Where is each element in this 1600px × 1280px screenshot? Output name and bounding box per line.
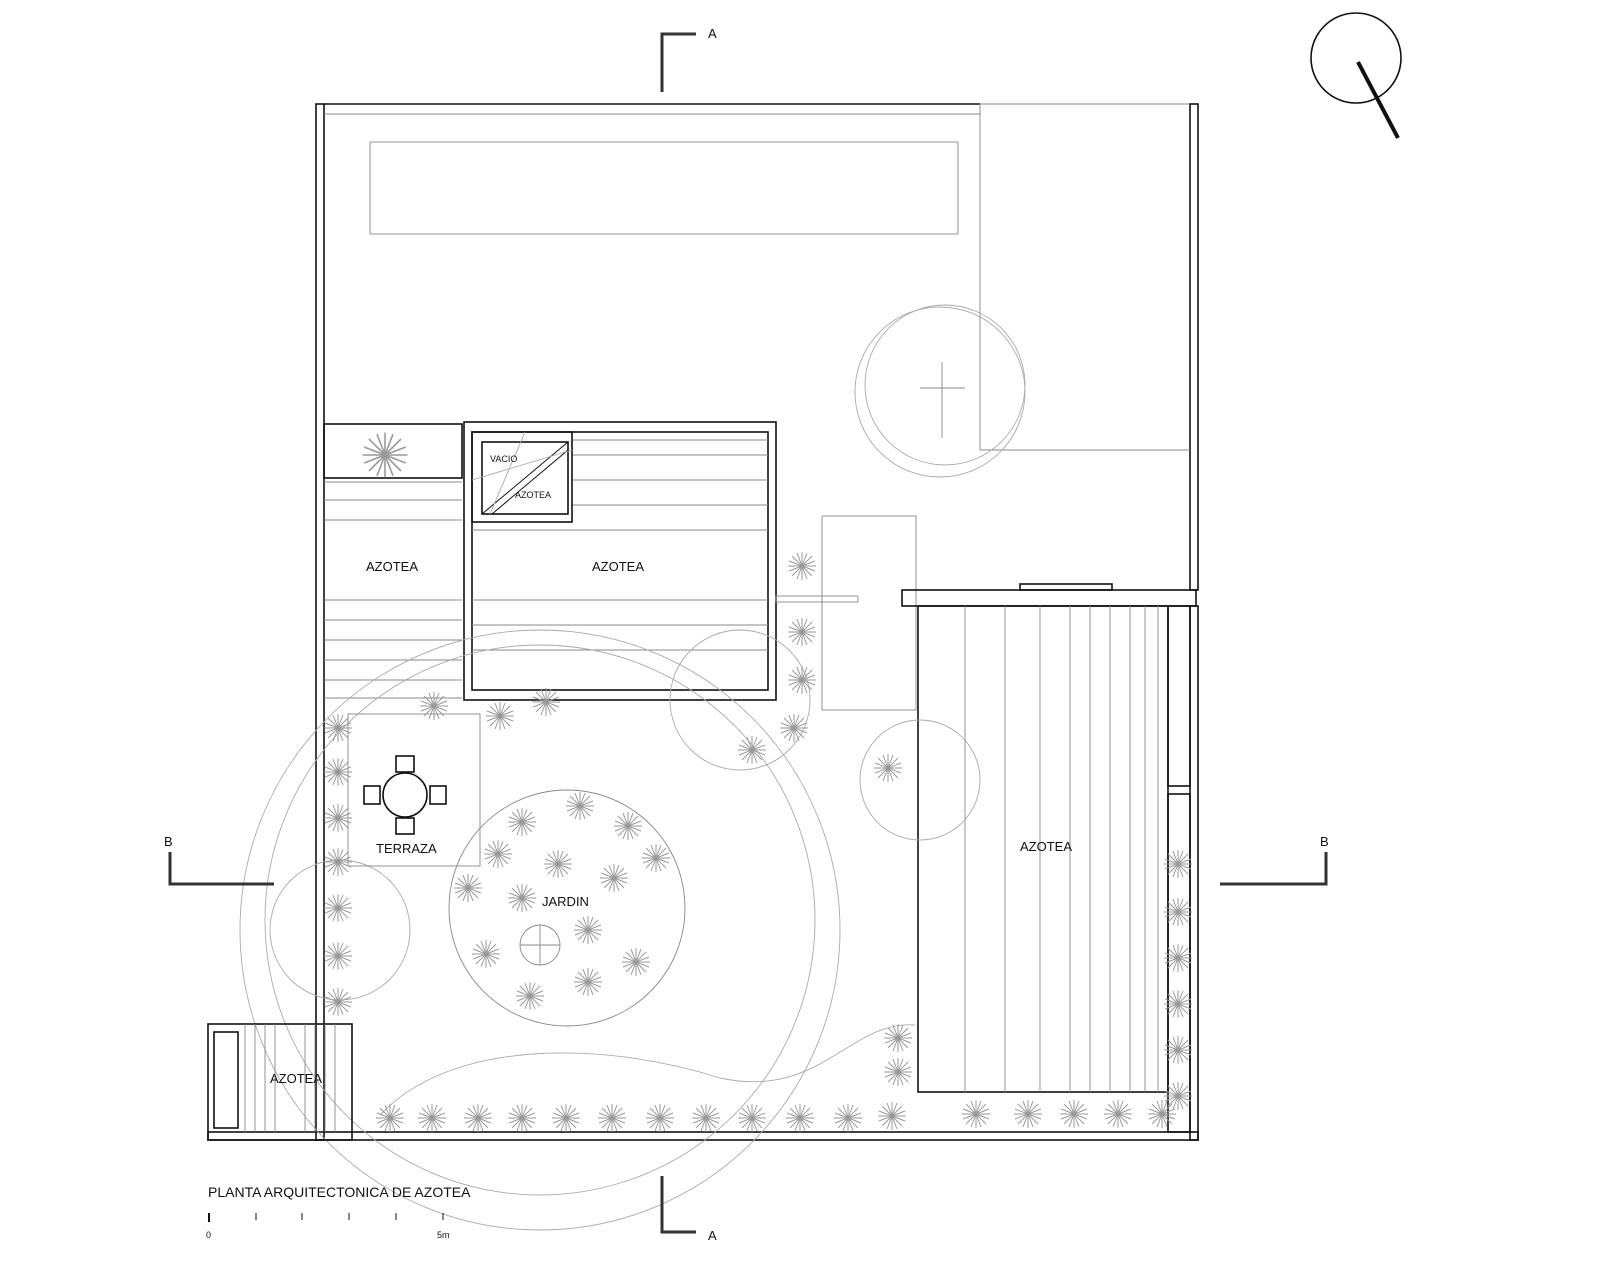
tree-icon: [419, 691, 449, 721]
svg-text:B: B: [164, 834, 173, 849]
vacio-label: VACIO: [490, 454, 517, 464]
tree-icon: [323, 941, 353, 971]
azotea-left-hatch: [324, 481, 462, 699]
tree-icon: [323, 757, 353, 787]
terraza-area: [347, 713, 481, 867]
tree-icon: [485, 701, 515, 731]
tree-icon: [323, 713, 353, 743]
tree-icon: [375, 1103, 405, 1133]
section-mark-b-right: B: [1220, 834, 1329, 886]
azotea-center-block: [463, 421, 777, 701]
tree-icon: [1013, 1099, 1043, 1129]
skylight: [369, 141, 959, 235]
jardin-circle: [448, 789, 686, 1027]
table-chairs-icon: [363, 755, 447, 835]
tree-icon: [515, 981, 545, 1011]
tree-icon: [621, 947, 651, 977]
tree-icon: [417, 1103, 447, 1133]
tree-icon: [471, 939, 501, 969]
tree-icon: [323, 987, 353, 1017]
tree-icon: [691, 1103, 721, 1133]
tree-icon: [507, 807, 537, 837]
tree-icon: [787, 617, 817, 647]
tree-icon: [785, 1103, 815, 1133]
tree-icon: [1163, 1081, 1193, 1111]
azotea-small-label: AZOTEA: [515, 490, 551, 500]
scale-end: 5m: [437, 1230, 450, 1240]
tree-icon: [877, 1101, 907, 1131]
azotea-left-label: AZOTEA: [366, 559, 418, 574]
tree-icon: [1163, 1035, 1193, 1065]
tree-icon: [507, 883, 537, 913]
tree-icon: [507, 1103, 537, 1133]
scale-bar: [208, 1213, 444, 1222]
section-mark-a-top: A: [660, 26, 717, 92]
azotea-center-label: AZOTEA: [592, 559, 644, 574]
tree-icon: [787, 665, 817, 695]
tree-icon: [737, 735, 767, 765]
tree-icon: [531, 687, 561, 717]
tree-icon: [573, 967, 603, 997]
building-outline: [207, 103, 1199, 1141]
tree-icon: [613, 811, 643, 841]
tree-icon: [551, 1103, 581, 1133]
azotea-right-label: AZOTEA: [1020, 839, 1072, 854]
tree-icon: [737, 1103, 767, 1133]
tree-icon: [565, 791, 595, 821]
tree-icon: [453, 873, 483, 903]
tree-icon: [463, 1103, 493, 1133]
tree-icon: [543, 849, 573, 879]
fountain-icon: [519, 924, 561, 966]
tree-icon: [961, 1099, 991, 1129]
azotea-bottom-label: AZOTEA: [270, 1071, 322, 1086]
tree-icon: [779, 713, 809, 743]
planter: [323, 423, 463, 479]
tree-icon: [323, 893, 353, 923]
tree-icon: [1163, 943, 1193, 973]
tree-icon: [883, 1057, 913, 1087]
tree-icon: [597, 1103, 627, 1133]
tree-icon: [645, 1103, 675, 1133]
azotea-right-block: [901, 583, 1197, 1133]
jardin-label: JARDIN: [542, 894, 589, 909]
scale-start: 0: [206, 1230, 211, 1240]
svg-text:B: B: [1320, 834, 1329, 849]
section-mark-b-left: B: [164, 834, 274, 886]
section-mark-a-bottom: A: [660, 1176, 717, 1243]
tree-icon: [1103, 1099, 1133, 1129]
tree-icon: [323, 803, 353, 833]
drawing-title: PLANTA ARQUITECTONICA DE AZOTEA: [208, 1184, 471, 1200]
tree-icon: [1147, 1099, 1177, 1129]
vacio-stair: [471, 431, 573, 523]
tree-icon: [323, 847, 353, 877]
north-arrow-icon: [1310, 12, 1402, 139]
tree-icon: [599, 863, 629, 893]
tree-icon: [1059, 1099, 1089, 1129]
svg-text:A: A: [708, 1228, 717, 1243]
tree-icon: [833, 1103, 863, 1133]
tree-icon: [883, 1023, 913, 1053]
azotea-bottom-block: [207, 1023, 353, 1141]
tree-icon: [641, 843, 671, 873]
tree-icon: [1163, 989, 1193, 1019]
tree-icon: [1163, 849, 1193, 879]
tree-icon: [483, 839, 513, 869]
tree-icon: [787, 551, 817, 581]
tree-icon: [573, 915, 603, 945]
tree-icon: [873, 753, 903, 783]
svg-text:A: A: [708, 26, 717, 41]
terraza-label: TERRAZA: [376, 841, 437, 856]
tree-canopy-large: [854, 304, 1026, 478]
tree-icon: [1163, 897, 1193, 927]
